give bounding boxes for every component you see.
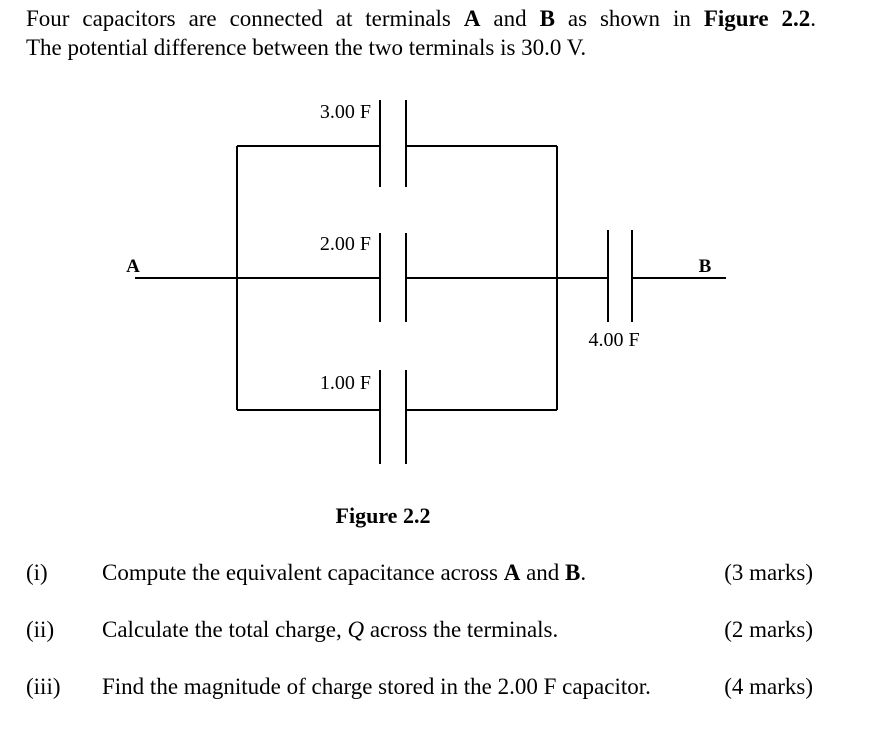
question-ii: (ii) Calculate the total charge, Q acros… [0,617,880,647]
question-iii: (iii) Find the magnitude of charge store… [0,674,880,704]
question-number: (i) [26,560,48,585]
intro-text: and [480,6,540,31]
intro-line-1: Four capacitors are connected at termina… [26,4,816,33]
figure-caption: Figure 2.2 [336,503,431,528]
terminal-b-label: B [699,256,712,277]
intro-line-2: The potential difference between the two… [26,35,587,60]
question-text: Compute the equivalent capacitance acros… [102,560,587,585]
question-text: Find the magnitude of charge stored in t… [102,674,651,699]
question-number: (ii) [26,617,55,642]
question-intro: Four capacitors are connected at termina… [26,4,866,62]
capacitor-series-label: 4.00 F [588,329,639,351]
question-marks: (4 marks) [724,674,813,699]
figure-ref: Figure 2.2 [703,6,811,31]
intro-text: Four capacitors are connected at termina… [26,6,464,31]
question-marks: (2 marks) [724,617,813,642]
intro-text: as shown in [554,6,704,31]
terminal-a-ref: A [463,6,481,31]
terminal-b-ref: B [539,6,555,31]
capacitor-middle-label: 2.00 F [320,233,371,255]
capacitor-bottom-label: 1.00 F [320,372,371,394]
terminal-a-label: A [126,256,140,277]
capacitor-top-label: 3.00 F [320,101,371,123]
question-number: (iii) [26,674,61,699]
question-text: Calculate the total charge, Q across the… [102,617,559,642]
question-marks: (3 marks) [724,560,813,585]
question-i: (i) Compute the equivalent capacitance a… [0,560,880,590]
intro-text: . [810,6,816,31]
